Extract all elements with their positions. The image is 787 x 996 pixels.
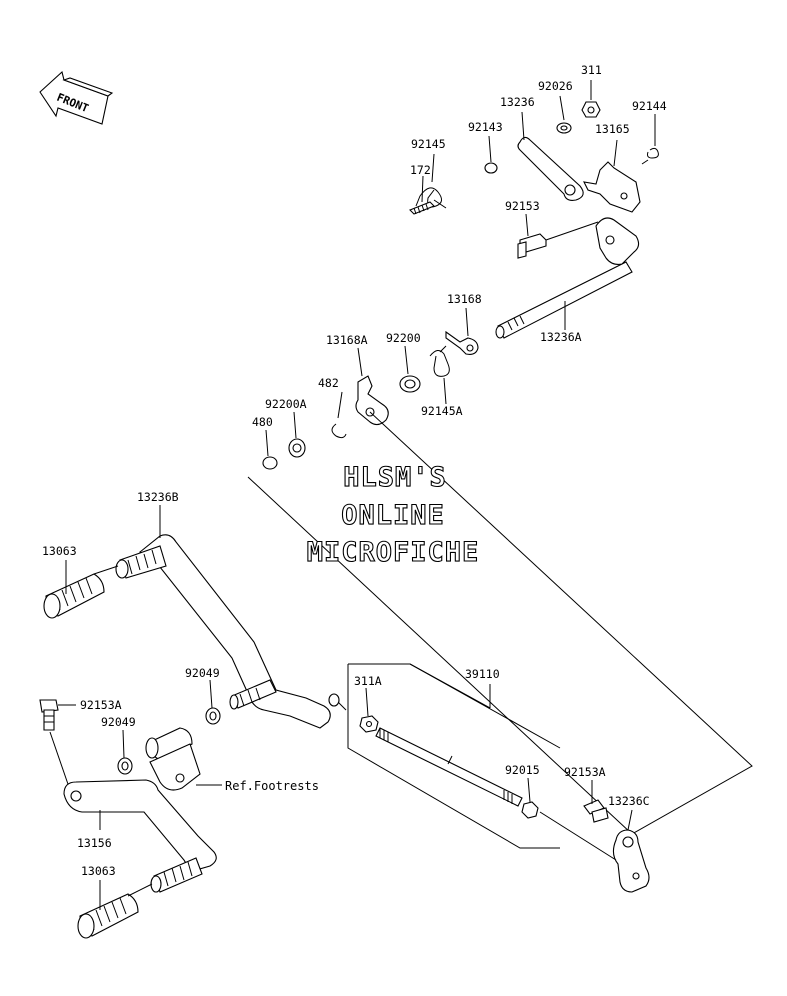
label-311: 311	[581, 63, 602, 77]
label-92049-a: 92049	[185, 666, 220, 680]
label-13063-bottom: 13063	[81, 864, 116, 878]
part-13236A-shaft	[495, 217, 640, 339]
part-92145A-spring	[429, 345, 450, 377]
part-92153A-bolt-right	[583, 799, 609, 823]
label-92144: 92144	[632, 99, 667, 113]
label-ref-footrests: Ref.Footrests	[225, 779, 319, 793]
label-13168A: 13168A	[326, 333, 368, 347]
label-92153A-left: 92153A	[80, 698, 122, 712]
watermark-line2: ONLINE	[341, 500, 445, 531]
label-480: 480	[252, 415, 273, 429]
part-13063-rubber	[43, 573, 105, 619]
part-13236-arm	[517, 136, 584, 201]
label-92200A: 92200A	[265, 397, 307, 411]
label-482: 482	[318, 376, 339, 390]
part-311A-nut	[359, 715, 379, 733]
label-13156: 13156	[77, 836, 112, 850]
part-311-nut	[581, 101, 601, 118]
label-92143: 92143	[468, 120, 503, 134]
part-13168-collar	[445, 330, 479, 355]
label-92200: 92200	[386, 331, 421, 345]
part-13156-lever	[63, 779, 217, 871]
label-92145A: 92145A	[421, 404, 463, 418]
part-rod-end-ball	[328, 693, 340, 707]
label-13236B: 13236B	[137, 490, 179, 504]
label-39110: 39110	[465, 667, 500, 681]
label-13236A: 13236A	[540, 330, 582, 344]
part-92153-bolt	[517, 233, 547, 259]
part-13063-rubber-bottom	[77, 857, 203, 939]
label-92153: 92153	[505, 199, 540, 213]
part-172-pin	[409, 201, 435, 215]
part-92153A-bolt-left	[39, 699, 59, 731]
label-172: 172	[410, 163, 431, 177]
part-13165-plate	[583, 161, 641, 213]
label-13063-top: 13063	[42, 544, 77, 558]
label-92049-b: 92049	[101, 715, 136, 729]
watermark: HLSM'S ONLINE MICROFICHE	[306, 461, 480, 568]
label-92026: 92026	[538, 79, 573, 93]
part-92049-ring	[205, 707, 221, 725]
part-pivot-collar	[145, 727, 201, 791]
part-480-ring	[262, 456, 278, 470]
part-shaft-end	[229, 679, 277, 710]
label-13236: 13236	[500, 95, 535, 109]
label-13236C: 13236C	[608, 794, 650, 808]
part-13236B-pedal	[115, 534, 331, 729]
watermark-line3: MICROFICHE	[307, 537, 480, 568]
label-13165: 13165	[595, 122, 630, 136]
label-311A: 311A	[354, 674, 382, 688]
part-482-clip	[331, 423, 347, 439]
label-92015: 92015	[505, 763, 540, 777]
part-92200-washer	[399, 375, 421, 393]
part-92015-nut	[521, 801, 539, 819]
part-92049-ring-b	[117, 757, 133, 775]
part-92026-washer	[556, 122, 572, 134]
label-13168: 13168	[447, 292, 482, 306]
part-39110-rod	[375, 727, 523, 807]
part-92200A-washer	[288, 438, 306, 458]
part-92144-spring	[641, 147, 659, 165]
part-92143-collar	[484, 162, 498, 174]
part-13236C-lever	[612, 829, 650, 893]
watermark-line1: HLSM'S	[343, 462, 447, 493]
part-13168A-lever	[355, 375, 389, 426]
label-92153A-right: 92153A	[564, 765, 606, 779]
label-92145: 92145	[411, 137, 446, 151]
front-arrow-icon: FRONT	[39, 70, 114, 125]
